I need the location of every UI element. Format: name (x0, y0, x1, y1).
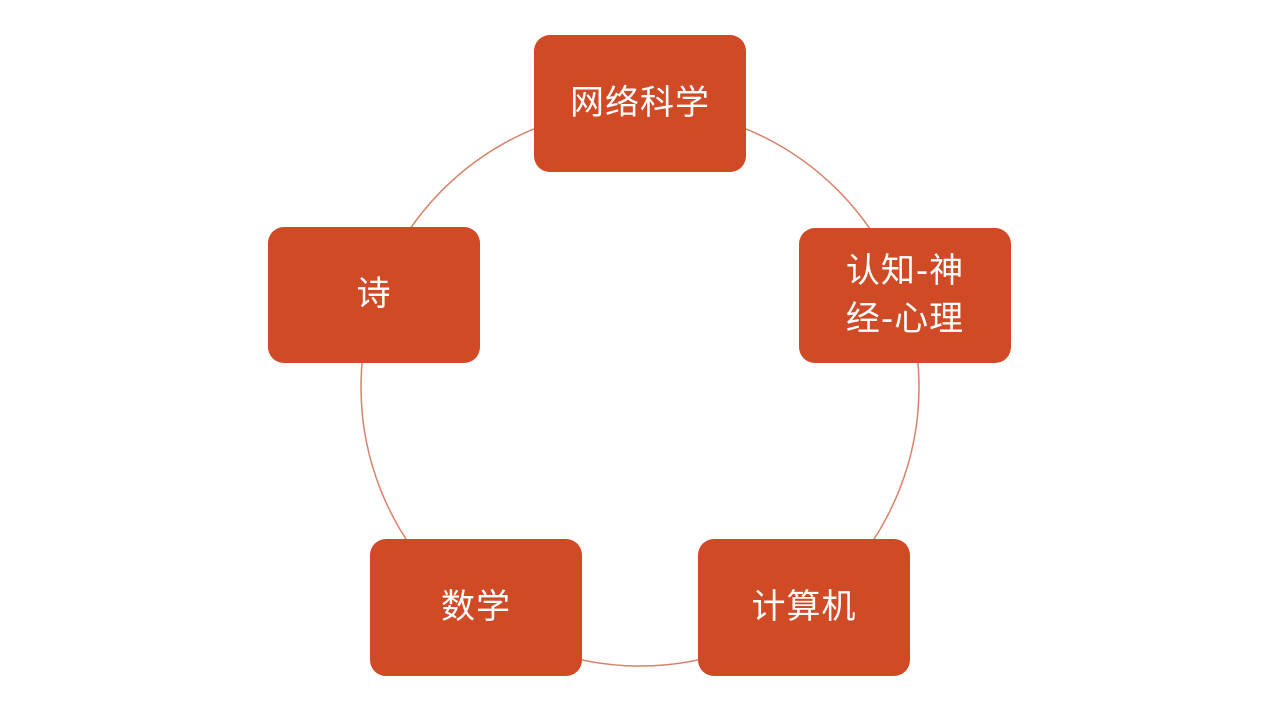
node-computer: 计算机 (698, 539, 910, 676)
node-mathematics: 数学 (370, 539, 582, 676)
node-poetry: 诗 (268, 227, 480, 363)
node-cognitive-neuro-psych: 认知-神 经-心理 (799, 228, 1011, 363)
node-network-science: 网络科学 (534, 35, 746, 172)
